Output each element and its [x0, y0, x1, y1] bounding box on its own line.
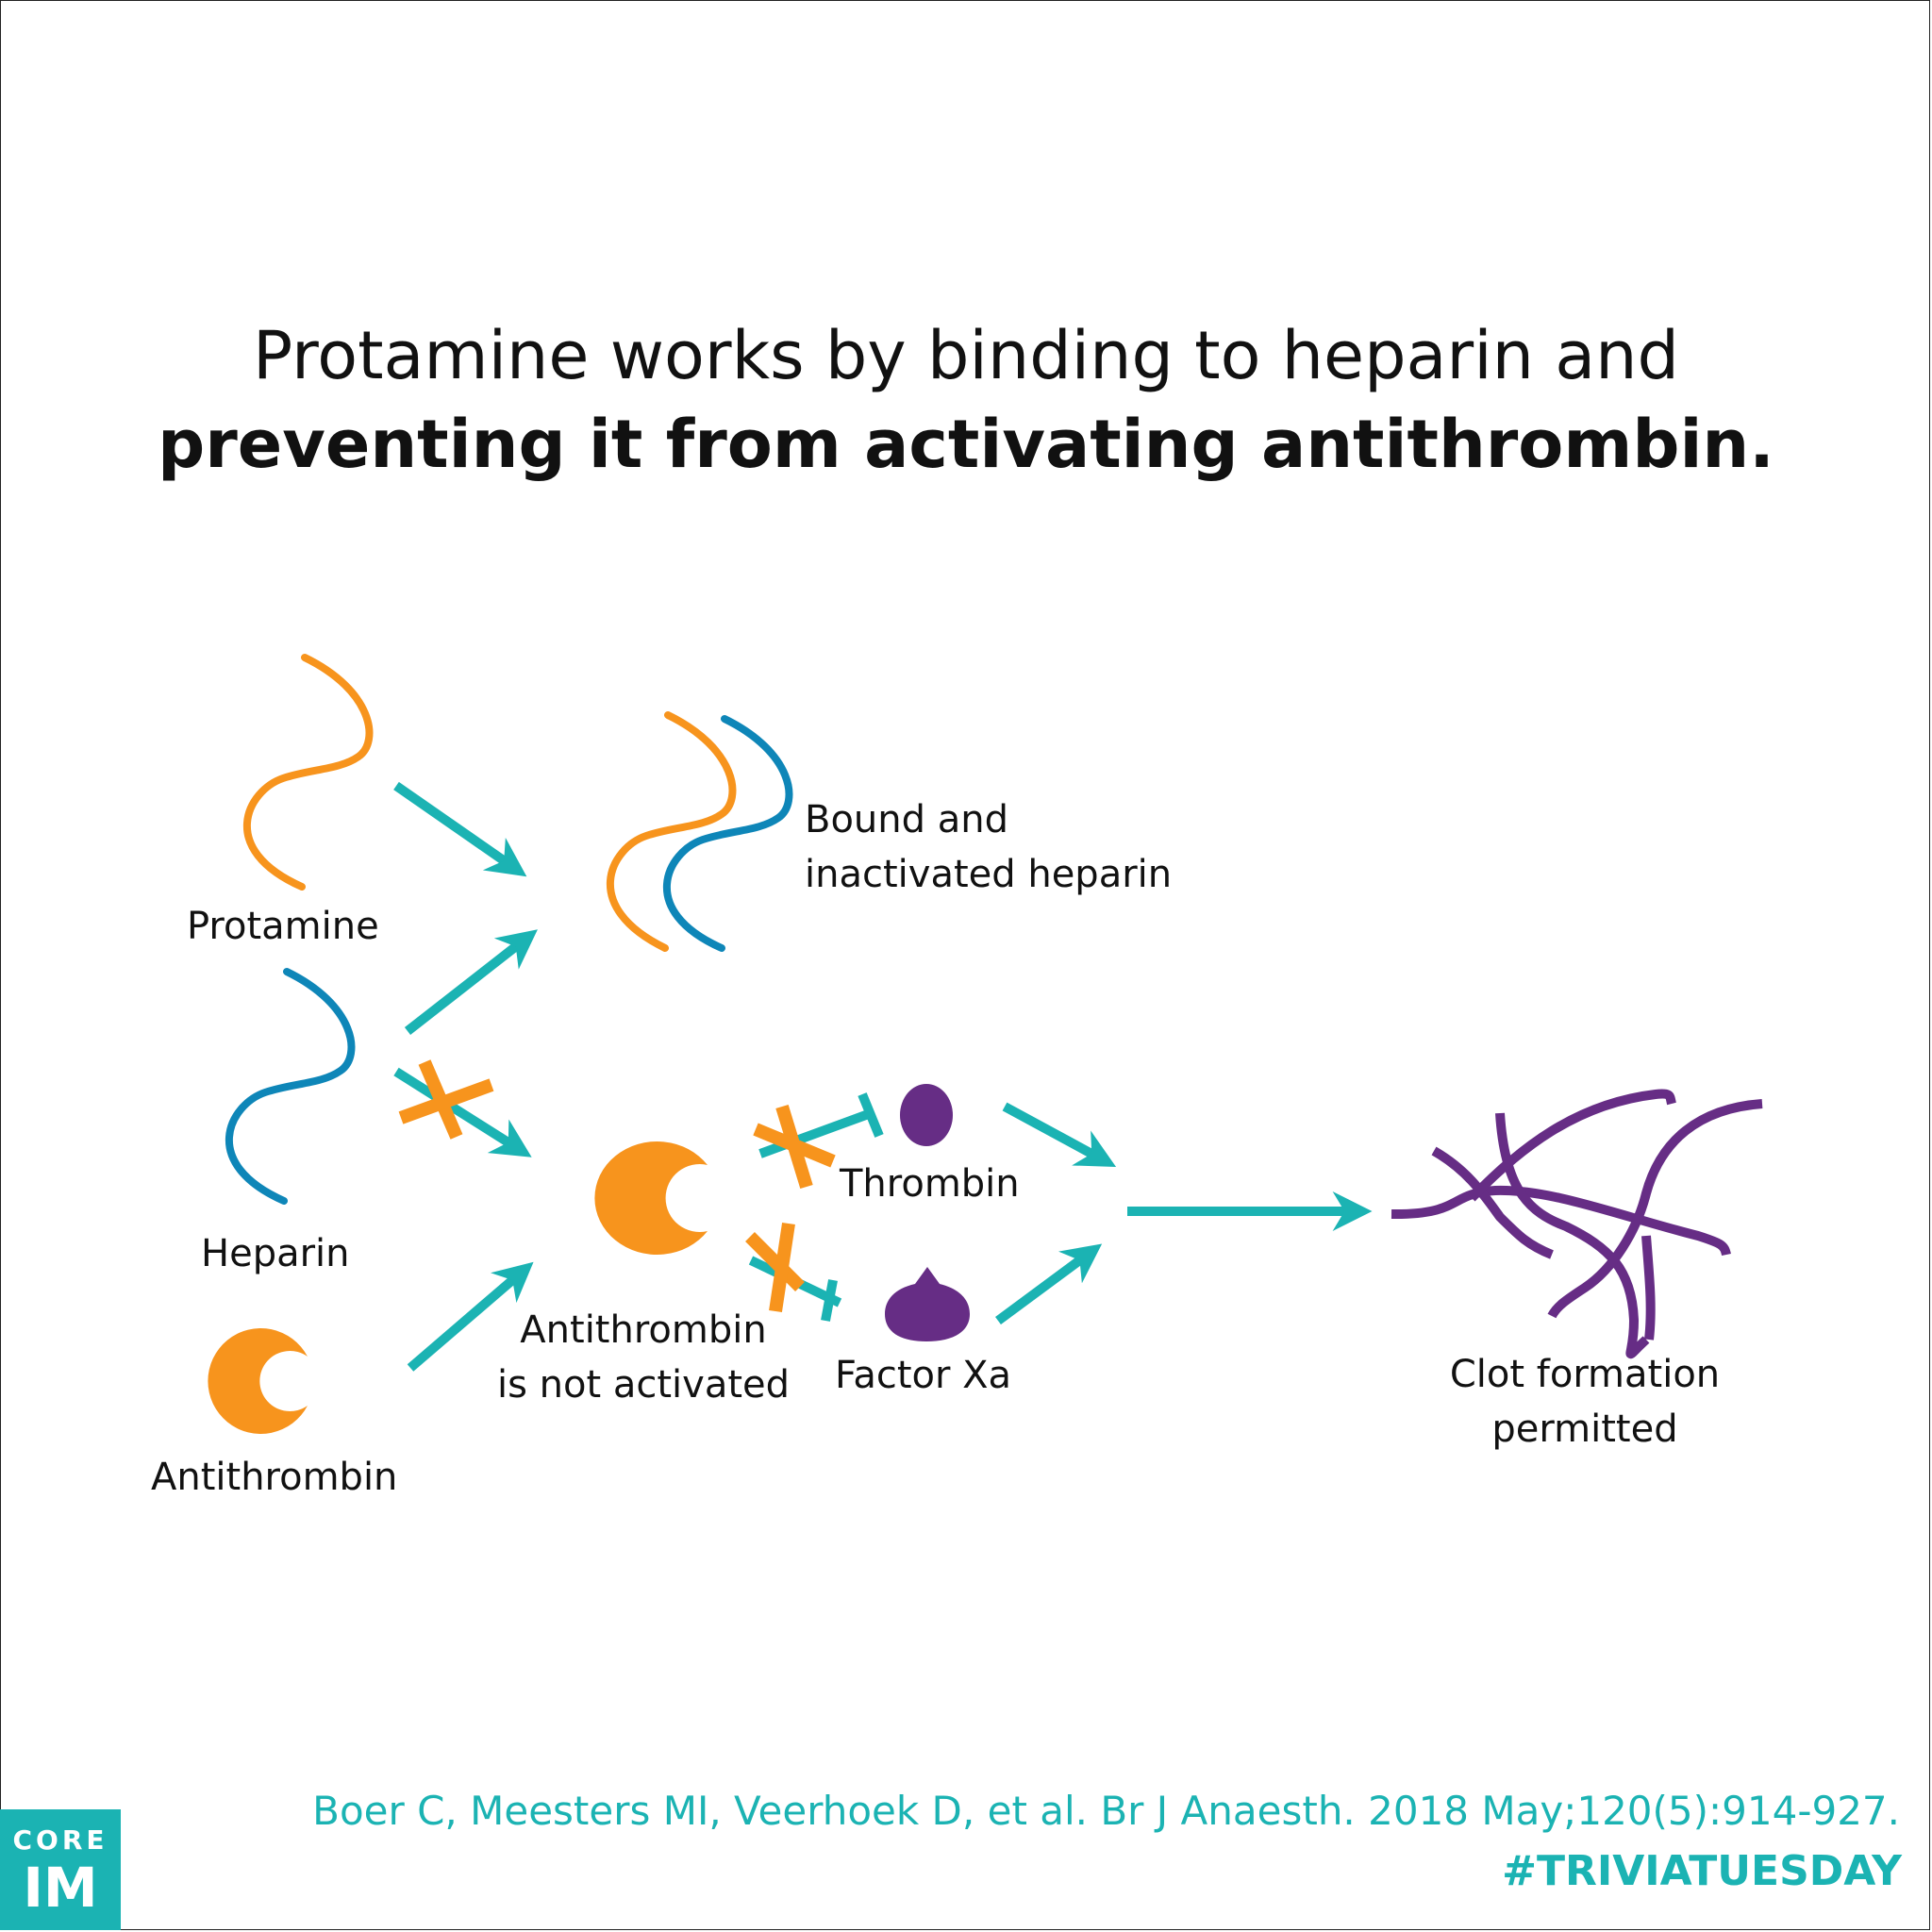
label-at-line-2: is not activated	[496, 1363, 791, 1407]
label-clot-line-2: permitted	[1491, 1407, 1678, 1451]
hashtag: #TRIVIATUESDAY	[1502, 1847, 1902, 1895]
block-x-factorxa	[745, 1222, 805, 1313]
label-clot-formation: Clot formation permitted	[1439, 1347, 1731, 1457]
label-antithrombin-not-activated: Antithrombin is not activated	[491, 1303, 796, 1412]
label-thrombin: Thrombin	[840, 1162, 1020, 1206]
label-antithrombin: Antithrombin	[151, 1456, 398, 1499]
block-x-thrombin	[753, 1104, 836, 1190]
inhibition-bar-thrombin	[858, 1092, 884, 1138]
antithrombin-shape	[208, 1327, 308, 1434]
logo-top-text: CORE	[12, 1824, 108, 1856]
citation: Boer C, Meesters MI, Veerhoek D, et al. …	[312, 1788, 1900, 1834]
label-at-line-1: Antithrombin	[520, 1308, 767, 1352]
label-bound-heparin: Bound and inactivated heparin	[805, 792, 1172, 902]
label-bound-line-2: inactivated heparin	[805, 853, 1173, 896]
label-clot-line-1: Clot formation	[1449, 1353, 1721, 1396]
arrow-factorxa-to-pathway	[995, 1243, 1103, 1325]
arrow-antithrombin-to-complex	[407, 1261, 534, 1372]
heparin-strand	[225, 968, 356, 1205]
core-im-logo: CORE IM	[0, 1809, 121, 1930]
antithrombin-complex-shape	[594, 1141, 708, 1255]
clot-mesh	[1391, 1089, 1763, 1359]
block-x-heparin-antithrombin	[398, 1059, 494, 1140]
factor-xa-shape	[885, 1267, 970, 1341]
protamine-strand	[242, 654, 374, 891]
label-factor-xa: Factor Xa	[835, 1354, 1012, 1397]
bound-protamine-strand	[606, 711, 737, 952]
label-bound-line-1: Bound and	[805, 798, 1008, 841]
inhibition-bar-factorxa	[821, 1279, 838, 1322]
arrow-thrombin-to-pathway	[1002, 1102, 1117, 1168]
label-heparin: Heparin	[201, 1232, 350, 1275]
arrow-heparin-to-antithrombin	[393, 1067, 532, 1158]
title-line-2: preventing it from activating antithromb…	[158, 406, 1774, 483]
title-line-1: Protamine works by binding to heparin an…	[253, 317, 1679, 394]
thrombin-shape	[900, 1084, 953, 1146]
bound-heparin-strand	[662, 715, 793, 952]
arrow-protamine-to-bound	[393, 781, 527, 877]
page-title: Protamine works by binding to heparin an…	[0, 311, 1932, 489]
label-protamine: Protamine	[187, 905, 379, 948]
inhibition-line-thrombin	[758, 1108, 875, 1158]
arrow-heparin-to-bound	[404, 929, 538, 1035]
logo-bottom-text: IM	[23, 1856, 98, 1920]
